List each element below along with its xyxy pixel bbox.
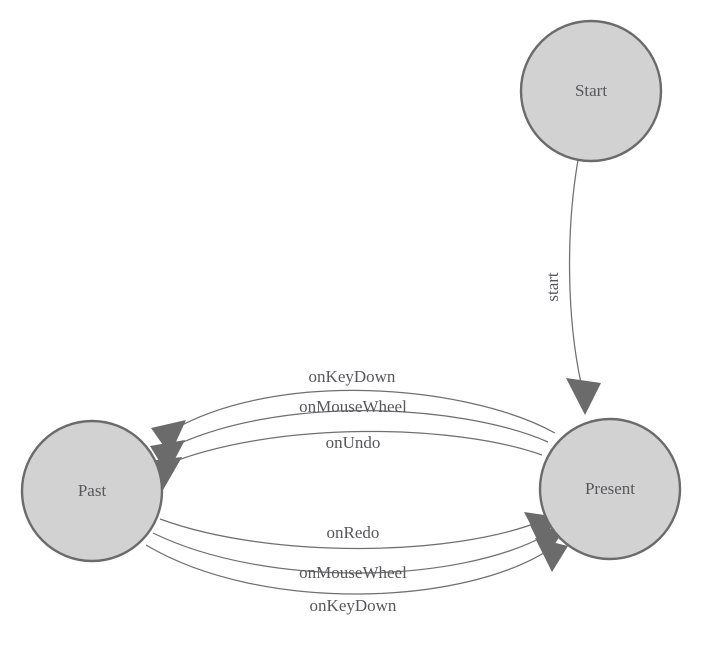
edge-label-onkeydown-2: onKeyDown	[310, 596, 397, 615]
edge-label-onmousewheel-2: onMouseWheel	[299, 563, 407, 582]
node-present[interactable]: Present	[538, 417, 682, 561]
edge-onkeydown-present-to-past[interactable]: onKeyDown	[151, 367, 556, 455]
node-past-circle	[20, 419, 164, 563]
arrow-head-start	[566, 378, 601, 415]
node-past-label: Past	[78, 481, 107, 500]
arrow-head-onkeydown-2	[535, 538, 568, 572]
edge-label-onundo: onUndo	[326, 433, 381, 452]
edge-onkeydown-2-path	[145, 544, 554, 595]
edge-label-onmousewheel-1: onMouseWheel	[299, 397, 407, 416]
node-present-circle	[538, 417, 682, 561]
edge-onmousewheel-2-path	[152, 532, 547, 574]
edge-onredo-path	[159, 518, 542, 550]
arrow-head-onkeydown-1	[151, 420, 186, 455]
edge-label-onredo: onRedo	[327, 523, 380, 542]
edge-onmousewheel-1-path	[167, 410, 549, 450]
edge-onredo-past-to-present[interactable]: onRedo	[159, 512, 558, 550]
edge-label-start: start	[543, 272, 562, 302]
edge-label-onkeydown-1: onKeyDown	[309, 367, 396, 386]
node-past[interactable]: Past	[20, 419, 164, 563]
edge-onkeydown-1-path	[170, 389, 556, 434]
edge-onmousewheel-present-to-past[interactable]: onMouseWheel	[150, 397, 549, 474]
node-start-circle	[519, 19, 663, 163]
node-start-label: Start	[575, 81, 607, 100]
node-start[interactable]: Start	[519, 19, 663, 163]
edge-onundo-present-to-past[interactable]: onUndo	[148, 430, 543, 490]
edge-start[interactable]: start	[543, 159, 601, 415]
edge-start-path	[568, 159, 584, 393]
edge-onkeydown-past-to-present[interactable]: onKeyDown	[145, 538, 568, 615]
node-present-label: Present	[585, 479, 635, 498]
edge-onundo-path	[164, 430, 543, 466]
arrow-head-onmousewheel-1	[150, 440, 185, 474]
